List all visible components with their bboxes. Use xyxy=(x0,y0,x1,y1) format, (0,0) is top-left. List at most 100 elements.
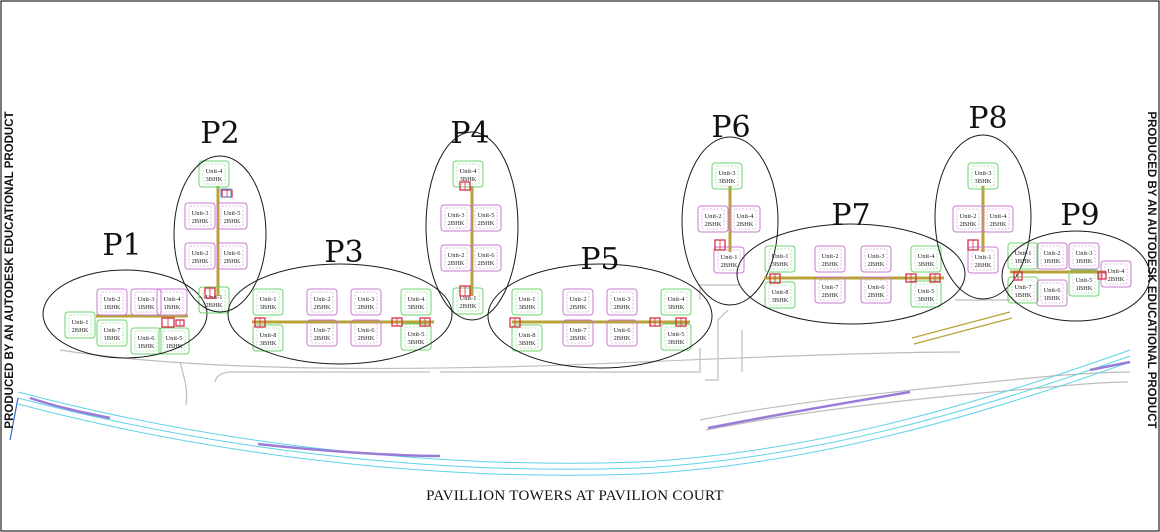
unit-outline xyxy=(860,245,892,273)
unit-type-label: 1BHK xyxy=(1015,258,1032,265)
unit-type-label: 1BHK xyxy=(1044,295,1061,302)
unit-inner-outline xyxy=(456,163,480,185)
unit-name-label: Unit-5 xyxy=(166,335,183,342)
unit-inner-outline xyxy=(914,248,938,270)
building-group-p5: Unit-13BHKUnit-22BHKUnit-32BHKUnit-43BHK… xyxy=(487,242,713,369)
unit-type-label: 3BHK xyxy=(408,339,425,346)
tower-label-p4: P4 xyxy=(450,116,489,151)
building-group-p1: Unit-12BHKUnit-21BHKUnit-31BHKUnit-41BHK… xyxy=(42,228,208,359)
unit-outline xyxy=(729,205,761,233)
unit-type-label: 1BHK xyxy=(138,343,155,350)
unit-name-label: Unit-4 xyxy=(668,296,686,303)
unit-name-label: Unit-8 xyxy=(519,332,536,339)
unit-outline xyxy=(606,288,638,316)
unit-outline xyxy=(764,245,796,273)
service-block-icon xyxy=(220,188,232,198)
unit-type-label: 2BHK xyxy=(224,218,241,225)
unit-inner-outline xyxy=(188,245,212,267)
tower-boundary-ellipse xyxy=(42,269,208,359)
unit-type-label: 3BHK xyxy=(206,176,223,183)
unit-inner-outline xyxy=(818,248,842,270)
unit-outline xyxy=(860,276,892,304)
unit-inner-outline xyxy=(162,330,186,352)
unit-name-label: Unit-6 xyxy=(1044,287,1062,294)
tower-boundary-ellipse xyxy=(487,263,713,369)
unit-inner-outline xyxy=(864,248,888,270)
tower-label-p2: P2 xyxy=(200,116,239,151)
unit-type-label: 2BHK xyxy=(975,262,992,269)
site-walkway xyxy=(911,311,1013,345)
unit-inner-outline xyxy=(971,165,995,187)
unit-name-label: Unit-3 xyxy=(614,296,631,303)
unit-inner-outline xyxy=(354,322,378,344)
unit-name-label: Unit-8 xyxy=(260,332,277,339)
unit-type-label: 1BHK xyxy=(164,304,181,311)
unit-inner-outline xyxy=(1011,279,1035,301)
unit-inner-outline xyxy=(188,205,212,227)
unit-outline xyxy=(1068,269,1100,297)
unit-outline xyxy=(216,202,248,230)
unit-inner-outline xyxy=(220,205,244,227)
unit-name-label: Unit-7 xyxy=(1015,284,1033,291)
unit-inner-outline xyxy=(701,208,725,230)
unit-name-label: Unit-1 xyxy=(1015,250,1032,257)
unit-name-label: Unit-2 xyxy=(314,296,331,303)
unit-type-label: 2BHK xyxy=(314,335,331,342)
unit-inner-outline xyxy=(134,291,158,313)
unit-outline xyxy=(606,319,638,347)
unit-type-label: 2BHK xyxy=(570,304,587,311)
unit-name-label: Unit-1 xyxy=(721,254,738,261)
unit-inner-outline xyxy=(160,291,184,313)
unit-name-label: Unit-6 xyxy=(224,250,242,257)
unit-type-label: 1BHK xyxy=(1015,292,1032,299)
unit-outline xyxy=(814,276,846,304)
unit-type-label: 2BHK xyxy=(822,261,839,268)
unit-type-label: 2BHK xyxy=(614,335,631,342)
unit-name-label: Unit-6 xyxy=(614,327,632,334)
unit-name-label: Unit-1 xyxy=(519,296,536,303)
unit-name-label: Unit-6 xyxy=(868,284,886,291)
unit-inner-outline xyxy=(1011,245,1035,267)
building-group-p6: Unit-33BHKUnit-22BHKUnit-42BHKUnit-12BHK… xyxy=(681,110,779,306)
unit-name-label: Unit-4 xyxy=(206,168,224,175)
tower-label-p6: P6 xyxy=(711,110,750,145)
unit-outline xyxy=(967,246,999,274)
unit-type-label: 2BHK xyxy=(478,260,495,267)
unit-outline xyxy=(713,246,745,274)
tower-boundary-ellipse xyxy=(681,136,779,306)
unit-type-label: 2BHK xyxy=(822,292,839,299)
unit-outline xyxy=(967,162,999,190)
unit-name-label: Unit-1 xyxy=(975,254,992,261)
unit-inner-outline xyxy=(354,291,378,313)
unit-outline xyxy=(511,288,543,316)
unit-inner-outline xyxy=(444,247,468,269)
unit-inner-outline xyxy=(664,326,688,348)
unit-inner-outline xyxy=(956,208,980,230)
unit-name-label: Unit-8 xyxy=(772,289,789,296)
unit-type-label: 2BHK xyxy=(192,258,209,265)
unit-name-label: Unit-5 xyxy=(1076,277,1093,284)
unit-type-label: 3BHK xyxy=(975,178,992,185)
tower-label-p3: P3 xyxy=(324,235,363,270)
unit-outline xyxy=(64,311,96,339)
tower-label-p1: P1 xyxy=(102,228,141,263)
unit-inner-outline xyxy=(1072,245,1096,267)
unit-name-label: Unit-3 xyxy=(358,296,375,303)
unit-inner-outline xyxy=(864,279,888,301)
unit-inner-outline xyxy=(818,279,842,301)
unit-type-label: 2BHK xyxy=(960,221,977,228)
unit-type-label: 2BHK xyxy=(358,304,375,311)
unit-inner-outline xyxy=(914,283,938,305)
unit-name-label: Unit-2 xyxy=(705,213,722,220)
unit-inner-outline xyxy=(474,207,498,229)
unit-type-label: 3BHK xyxy=(772,261,789,268)
tower-boundary-ellipse xyxy=(1001,230,1151,322)
unit-name-label: Unit-3 xyxy=(448,212,465,219)
unit-outline xyxy=(184,202,216,230)
unit-inner-outline xyxy=(768,248,792,270)
unit-inner-outline xyxy=(1104,263,1128,285)
unit-inner-outline xyxy=(1040,245,1064,267)
unit-name-label: Unit-4 xyxy=(460,168,478,175)
unit-inner-outline xyxy=(733,208,757,230)
